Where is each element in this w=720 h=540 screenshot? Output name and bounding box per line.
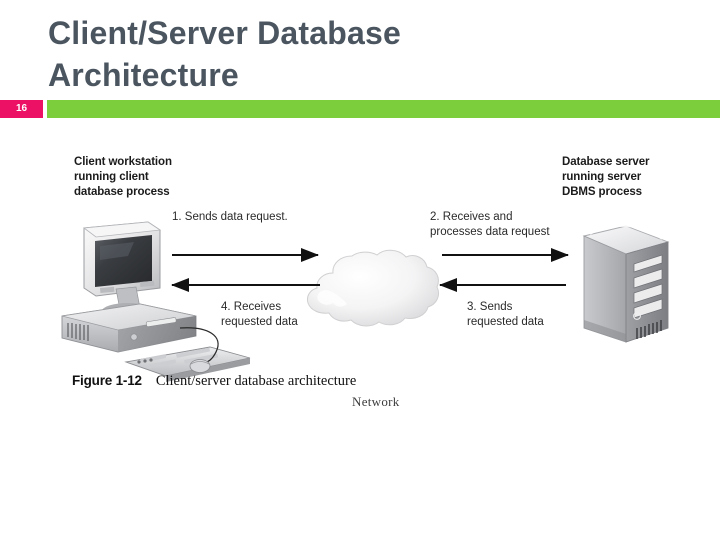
network-cloud-icon	[307, 249, 440, 327]
desktop-computer-icon	[61, 221, 251, 382]
figure-caption-text: Client/server database architecture	[155, 373, 357, 389]
step-4-label: 4. Receives requested data	[221, 301, 298, 328]
network-label: Network	[352, 394, 400, 409]
client-workstation-label: Client workstation running client databa…	[74, 156, 172, 198]
page-number-label: 16	[15, 103, 28, 114]
database-server-label: Database server running server DBMS proc…	[562, 156, 650, 198]
step-2-label: 2. Receives and processes data request	[430, 211, 550, 238]
server-tower-icon	[582, 224, 670, 343]
page-number-badge: 16	[0, 100, 43, 118]
figure-caption: Figure 1-12 Client/server database archit…	[72, 373, 356, 390]
diagram-artwork	[61, 221, 670, 382]
figure-diagram: Network Client workstation running clien…	[0, 130, 720, 420]
step-1-label: 1. Sends data request.	[172, 211, 288, 223]
header-accent-bar	[47, 100, 720, 118]
page-title: Client/Server Database Architecture	[48, 15, 402, 93]
figure-caption-number: Figure 1-12	[72, 373, 142, 388]
header-rule: 16	[0, 100, 720, 118]
step-3-label: 3. Sends requested data	[467, 301, 544, 328]
